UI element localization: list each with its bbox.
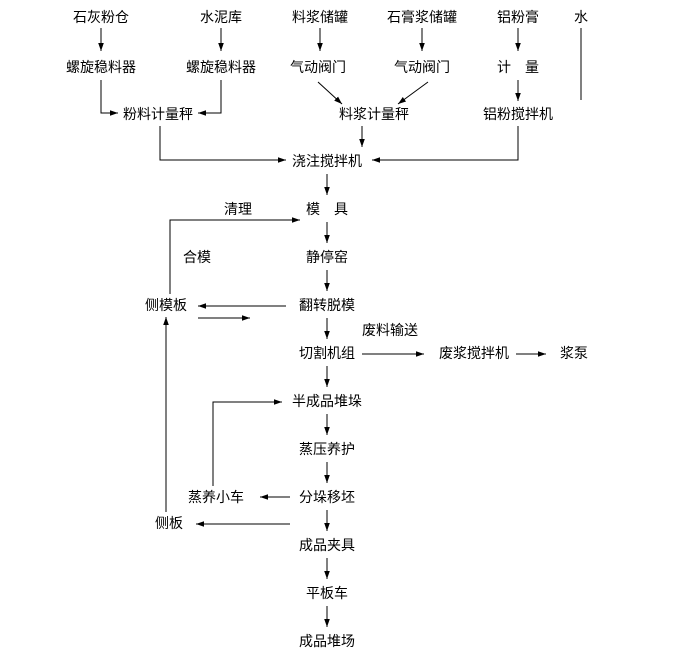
node-lime-silo: 石灰粉仓 <box>73 10 129 26</box>
label-waste-transport: 废料输送 <box>362 323 418 339</box>
flow-arrows <box>98 28 582 627</box>
node-powder-scale: 粉料计量秤 <box>123 107 193 123</box>
node-waste-mixer: 废浆搅拌机 <box>439 346 509 362</box>
node-pneumatic-valve-2: 气动阀门 <box>394 60 450 76</box>
arrow-powder-scale-to-pouring-mixer <box>159 126 286 163</box>
node-pneumatic-valve-1: 气动阀门 <box>290 60 346 76</box>
node-slurry-tank: 料浆储罐 <box>292 10 348 26</box>
node-product-yard: 成品堆场 <box>299 634 355 650</box>
node-pouring-mixer: 浇注搅拌机 <box>292 154 362 170</box>
node-static-kiln: 静停窑 <box>306 249 348 266</box>
arrow-feeder2-to-powder-scale <box>198 80 222 116</box>
node-flip-demold: 翻转脱模 <box>299 298 355 314</box>
process-nodes: 石灰粉仓 水泥库 料浆储罐 石膏浆储罐 铝粉膏 水 螺旋稳料器 螺旋稳料器 气动… <box>66 9 588 650</box>
node-flat-cart: 平板车 <box>306 585 348 602</box>
node-slurry-scale: 料浆计量秤 <box>339 107 409 123</box>
node-screw-feeder-1: 螺旋稳料器 <box>66 60 136 76</box>
arrow-feeder1-to-powder-scale <box>100 80 118 116</box>
node-water: 水 <box>574 10 588 26</box>
node-metering: 计 量 <box>497 60 539 76</box>
arrow-valve1-to-slurry-scale <box>317 81 343 105</box>
node-split-transfer: 分垛移坯 <box>299 490 355 506</box>
node-product-clamp: 成品夹具 <box>299 538 355 554</box>
node-gypsum-tank: 石膏浆储罐 <box>387 9 457 26</box>
node-cutting-unit: 切割机组 <box>299 345 355 362</box>
node-side-board: 侧板 <box>155 516 183 532</box>
label-cleaning: 清理 <box>224 202 252 218</box>
arrow-curing-cart-to-semi-stack <box>212 399 282 486</box>
arrow-side-mold-board-to-mold <box>169 217 300 294</box>
arrow-valve2-to-slurry-scale <box>397 81 429 105</box>
node-mold: 模 具 <box>306 202 348 218</box>
node-curing-cart: 蒸养小车 <box>188 489 244 506</box>
node-autoclave: 蒸压养护 <box>299 442 355 458</box>
node-aluminum-mixer: 铝粉搅拌机 <box>483 107 553 123</box>
node-cement-store: 水泥库 <box>200 10 242 26</box>
node-side-mold-board: 侧模板 <box>145 298 187 314</box>
label-mold-closing: 合模 <box>183 250 211 266</box>
node-aluminum-paste: 铝粉膏 <box>497 9 539 26</box>
node-screw-feeder-2: 螺旋稳料器 <box>186 60 256 76</box>
node-slurry-pump: 浆泵 <box>560 346 588 362</box>
node-semi-stack: 半成品堆垛 <box>292 394 362 410</box>
arrow-al-mixer-to-pouring-mixer <box>372 126 519 163</box>
